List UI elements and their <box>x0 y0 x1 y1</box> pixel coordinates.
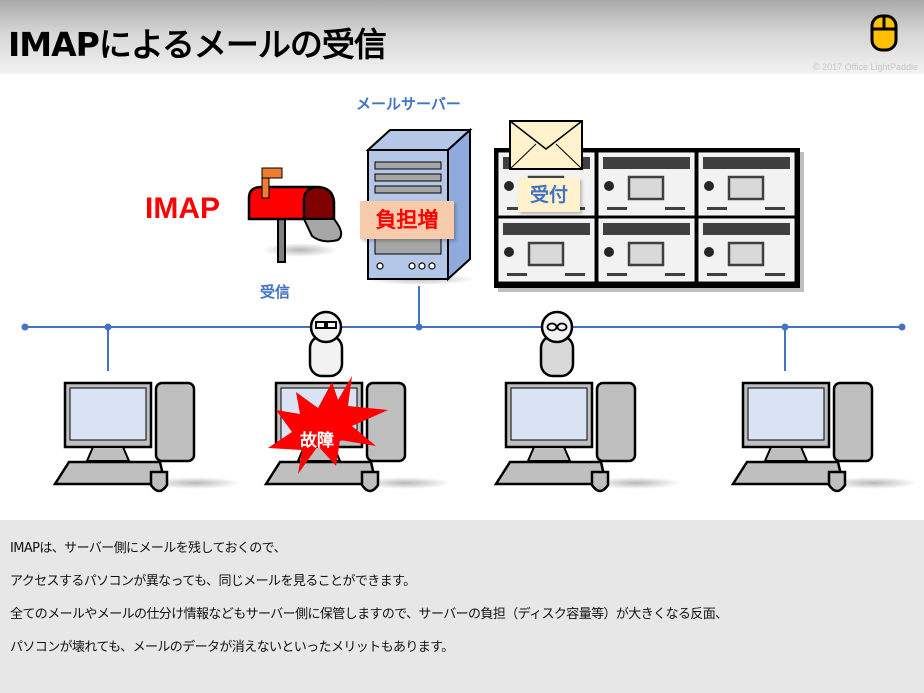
imap-diagram: メールサーバー IMAP 受信 負担増 受付 故障 <box>0 74 924 520</box>
accept-badge: 受付 <box>518 178 580 212</box>
computer-icon <box>730 381 918 493</box>
network-node <box>898 323 906 331</box>
header-bar: IMAPによるメールの受信 © 2017 Office LightPaddle <box>0 0 924 74</box>
storage-unit <box>698 218 795 282</box>
server-label: メールサーバー <box>356 95 461 113</box>
network-node <box>104 323 112 331</box>
protocol-label: IMAP <box>145 192 220 225</box>
server-load-badge: 負担増 <box>360 201 454 239</box>
description-line: IMAPは、サーバー側にメールを残しておくので、 <box>10 541 287 556</box>
user-icon <box>308 310 344 378</box>
storage-unit <box>598 152 695 216</box>
computer-icon <box>52 381 240 493</box>
mailbox-icon <box>247 167 343 263</box>
receive-label: 受信 <box>260 283 291 301</box>
network-line <box>21 286 906 371</box>
page-title: IMAPによるメールの受信 <box>8 25 387 64</box>
network-node <box>21 323 29 331</box>
diagram-canvas <box>21 120 918 493</box>
description-line: 全てのメールやメールの仕分け情報などもサーバー側に保管しますので、サーバーの負担… <box>10 607 728 622</box>
copyright-text: © 2017 Office LightPaddle <box>812 62 918 72</box>
envelope-icon <box>509 120 583 170</box>
description-panel: IMAPは、サーバー側にメールを残しておくので、 アクセスするパソコンが異なって… <box>0 520 924 693</box>
storage-unit <box>598 218 695 282</box>
network-node <box>415 323 423 331</box>
network-node <box>781 323 789 331</box>
computer-icon <box>493 381 681 493</box>
failure-label: 故障 <box>300 431 334 451</box>
description-line: パソコンが壊れても、メールのデータが消えないといったメリットもあります。 <box>10 640 454 655</box>
storage-unit <box>498 218 595 282</box>
description-line: アクセスするパソコンが異なっても、同じメールを見ることができます。 <box>10 574 416 589</box>
mouse-icon <box>870 14 898 52</box>
user-icon <box>539 310 575 378</box>
storage-unit <box>698 152 795 216</box>
burst-icon <box>268 376 388 474</box>
